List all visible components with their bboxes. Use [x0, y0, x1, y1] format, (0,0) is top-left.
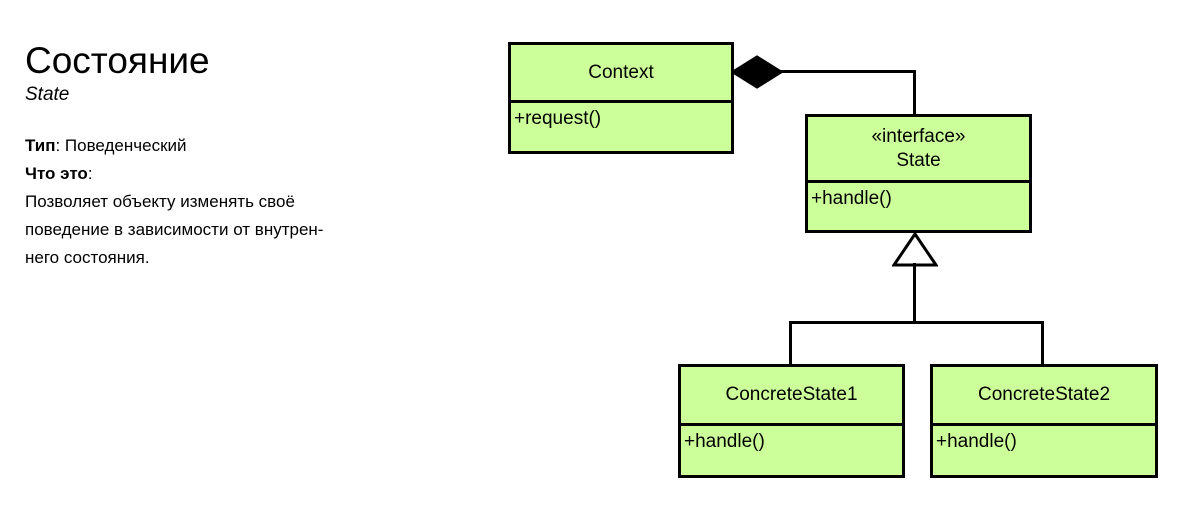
pattern-type-value: : Поведенческий: [55, 136, 187, 155]
uml-class-state-stereotype: «interface»: [871, 125, 966, 147]
composition-edge-vertical: [913, 70, 916, 115]
pattern-description: Позволяет объекту изменять своё поведени…: [25, 188, 475, 272]
pattern-what-label: Что это: [25, 164, 88, 183]
uml-class-state-name: State: [896, 149, 941, 171]
uml-class-context-name: Context: [588, 61, 654, 83]
uml-class-context-divider: [511, 100, 731, 103]
uml-class-context[interactable]: Context +request(): [508, 42, 734, 154]
uml-class-context-members: +request(): [511, 103, 731, 154]
generalization-edge-branch-right: [1041, 321, 1044, 365]
uml-class-concrete-state-1-name: ConcreteState1: [725, 384, 858, 405]
composition-edge-horizontal: [779, 70, 916, 73]
uml-class-concrete-state-2-name: ConcreteState2: [977, 384, 1111, 405]
uml-class-concrete-state-1-divider: [681, 423, 902, 426]
description-line: Позволяет объекту изменять своё: [25, 192, 295, 211]
uml-member: +handle(): [684, 431, 765, 452]
pattern-what-value: :: [87, 164, 93, 183]
uml-member: +request(): [514, 108, 602, 129]
uml-class-state-divider: [808, 180, 1029, 183]
pattern-type-label: Тип: [25, 136, 56, 155]
description-line: поведение в зависимости от внутрен-: [25, 220, 324, 239]
uml-class-concrete-state-2-divider: [933, 423, 1155, 426]
uml-class-concrete-state-2[interactable]: ConcreteState2 +handle(): [930, 364, 1158, 478]
generalization-edge-branch-left: [789, 321, 792, 365]
uml-class-concrete-state-2-members: +handle(): [933, 426, 1155, 478]
uml-class-concrete-state-1[interactable]: ConcreteState1 +handle(): [678, 364, 905, 478]
uml-member: +handle(): [936, 431, 1017, 452]
uml-class-state[interactable]: «interface» State +handle(): [805, 114, 1032, 233]
generalization-edge-bar: [789, 321, 1044, 324]
page-title: Состояние: [25, 40, 210, 81]
uml-class-state-members: +handle(): [808, 183, 1029, 233]
generalization-triangle-icon: [892, 232, 938, 267]
uml-class-concrete-state-1-members: +handle(): [681, 426, 902, 478]
pattern-type-row: Тип: Поведенческий: [25, 132, 475, 160]
description-line: него состояния.: [25, 248, 150, 267]
pattern-info-panel: Состояние State Тип: Поведенческий Что э…: [25, 40, 475, 272]
uml-class-context-header: Context: [511, 45, 731, 100]
generalization-edge-trunk: [913, 263, 916, 324]
uml-member: +handle(): [811, 188, 892, 209]
pattern-what-row: Что это:: [25, 160, 475, 188]
pattern-subtitle: State: [25, 84, 70, 105]
uml-class-concrete-state-1-header: ConcreteState1: [681, 367, 902, 423]
uml-class-state-header: «interface» State: [808, 117, 1029, 180]
uml-class-concrete-state-2-header: ConcreteState2: [933, 367, 1155, 423]
